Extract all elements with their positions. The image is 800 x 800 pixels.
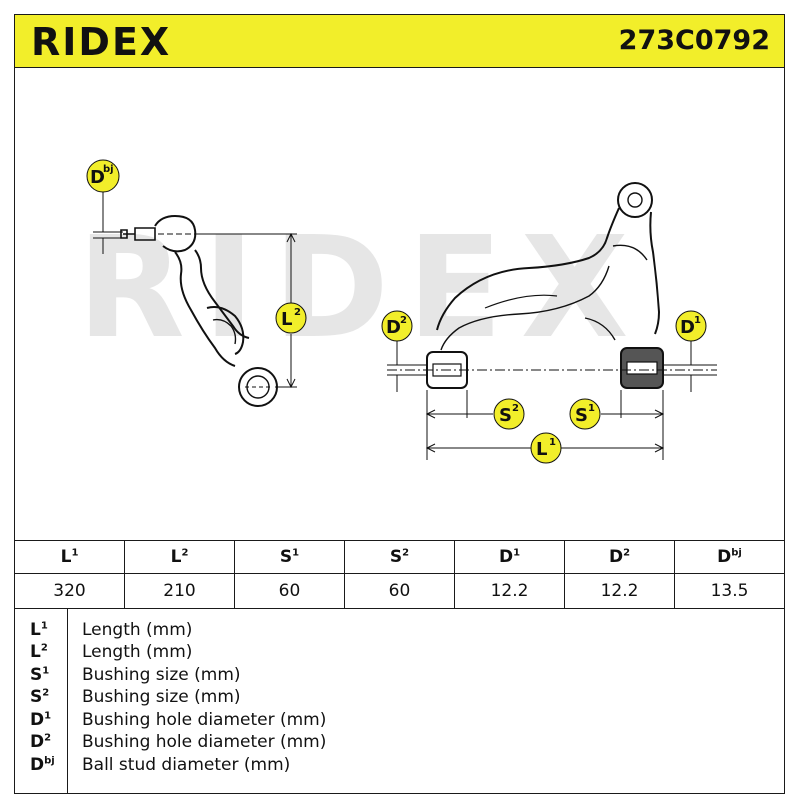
- svg-text:L: L: [536, 439, 547, 460]
- dimension-d2: [387, 340, 427, 392]
- legend-item: Dbj Ball stud diameter (mm): [14, 754, 785, 776]
- legend-description: Ball stud diameter (mm): [82, 755, 291, 775]
- legend-description: Length (mm): [82, 642, 193, 662]
- badge-s2: S 2: [493, 398, 525, 430]
- badge-l1: L 1: [530, 432, 562, 464]
- dimension-dbj: [93, 190, 123, 254]
- spec-value-s2: 60: [344, 573, 455, 609]
- spec-col-s1: S1: [234, 540, 345, 574]
- part-number: 273C0792: [618, 25, 770, 56]
- legend-item: L1 Length (mm): [14, 619, 785, 641]
- spec-value-s1: 60: [234, 573, 345, 609]
- spec-col-dbj: Dbj: [674, 540, 785, 574]
- svg-text:1: 1: [588, 403, 595, 414]
- svg-text:2: 2: [400, 315, 407, 326]
- legend-description: Bushing size (mm): [82, 687, 241, 707]
- spec-col-s2: S2: [344, 540, 455, 574]
- spec-value-l2: 210: [124, 573, 235, 609]
- svg-text:D: D: [680, 317, 695, 338]
- svg-text:L: L: [281, 309, 292, 330]
- spec-col-d1: D1: [454, 540, 565, 574]
- svg-text:bj: bj: [103, 164, 114, 175]
- svg-text:S: S: [499, 405, 512, 426]
- spec-table-value-row: 320 210 60 60 12.2 12.2 13.5: [14, 573, 785, 609]
- legend-item: L2 Length (mm): [14, 641, 785, 663]
- badge-d1: D 1: [675, 310, 707, 342]
- badge-d2: D 2: [381, 310, 413, 342]
- legend-symbol: L1: [30, 620, 48, 640]
- arm-side-view: [120, 214, 278, 407]
- svg-text:D: D: [90, 167, 105, 188]
- watermark-text: RIDEX: [77, 207, 647, 370]
- svg-text:2: 2: [294, 307, 301, 318]
- badge-s1: S 1: [569, 398, 601, 430]
- spec-value-d2: 12.2: [564, 573, 675, 609]
- svg-text:1: 1: [694, 315, 701, 326]
- header-bar: RIDEX 273C0792: [15, 15, 784, 68]
- arm-top-view: [426, 182, 664, 389]
- legend-item: S2 Bushing size (mm): [14, 686, 785, 708]
- legend-symbol: D2: [30, 732, 52, 752]
- dimension-l2: [195, 232, 297, 389]
- brand-logo-text: RIDEX: [31, 20, 172, 64]
- legend-symbol: D1: [30, 710, 52, 730]
- svg-text:1: 1: [549, 437, 556, 448]
- legend-symbol: S1: [30, 665, 50, 685]
- spec-col-l2: L2: [124, 540, 235, 574]
- brand-logo: RIDEX: [31, 21, 211, 63]
- legend-symbol: Dbj: [30, 755, 55, 775]
- spec-col-l1: L1: [14, 540, 125, 574]
- legend-symbol: L2: [30, 642, 48, 662]
- legend-description: Bushing size (mm): [82, 665, 241, 685]
- spec-value-l1: 320: [14, 573, 125, 609]
- legend: L1 Length (mm) L2 Length (mm) S1 Bushing…: [14, 609, 785, 794]
- spec-col-d2: D2: [564, 540, 675, 574]
- svg-text:S: S: [575, 405, 588, 426]
- legend-description: Bushing hole diameter (mm): [82, 732, 327, 752]
- spec-table: L1 L2 S1 S2 D1 D2 Dbj 320 210 60 60 12.2…: [14, 540, 785, 609]
- technical-drawing: RIDEX: [77, 159, 717, 464]
- svg-text:D: D: [386, 317, 401, 338]
- dimension-s-l1: [425, 390, 665, 460]
- legend-item: D2 Bushing hole diameter (mm): [14, 731, 785, 753]
- spec-value-dbj: 13.5: [674, 573, 785, 609]
- legend-description: Bushing hole diameter (mm): [82, 710, 327, 730]
- legend-item: S1 Bushing size (mm): [14, 664, 785, 686]
- dimension-d1: [663, 340, 717, 392]
- legend-item: D1 Bushing hole diameter (mm): [14, 709, 785, 731]
- legend-symbol: S2: [30, 687, 50, 707]
- legend-description: Length (mm): [82, 620, 193, 640]
- badge-l2: L 2: [275, 302, 307, 334]
- spec-value-d1: 12.2: [454, 573, 565, 609]
- spec-table-header-row: L1 L2 S1 S2 D1 D2 Dbj: [14, 540, 785, 574]
- badge-dbj: D bj: [86, 159, 120, 193]
- legend-divider: [67, 609, 68, 794]
- document-frame: [14, 14, 785, 794]
- svg-text:2: 2: [512, 403, 519, 414]
